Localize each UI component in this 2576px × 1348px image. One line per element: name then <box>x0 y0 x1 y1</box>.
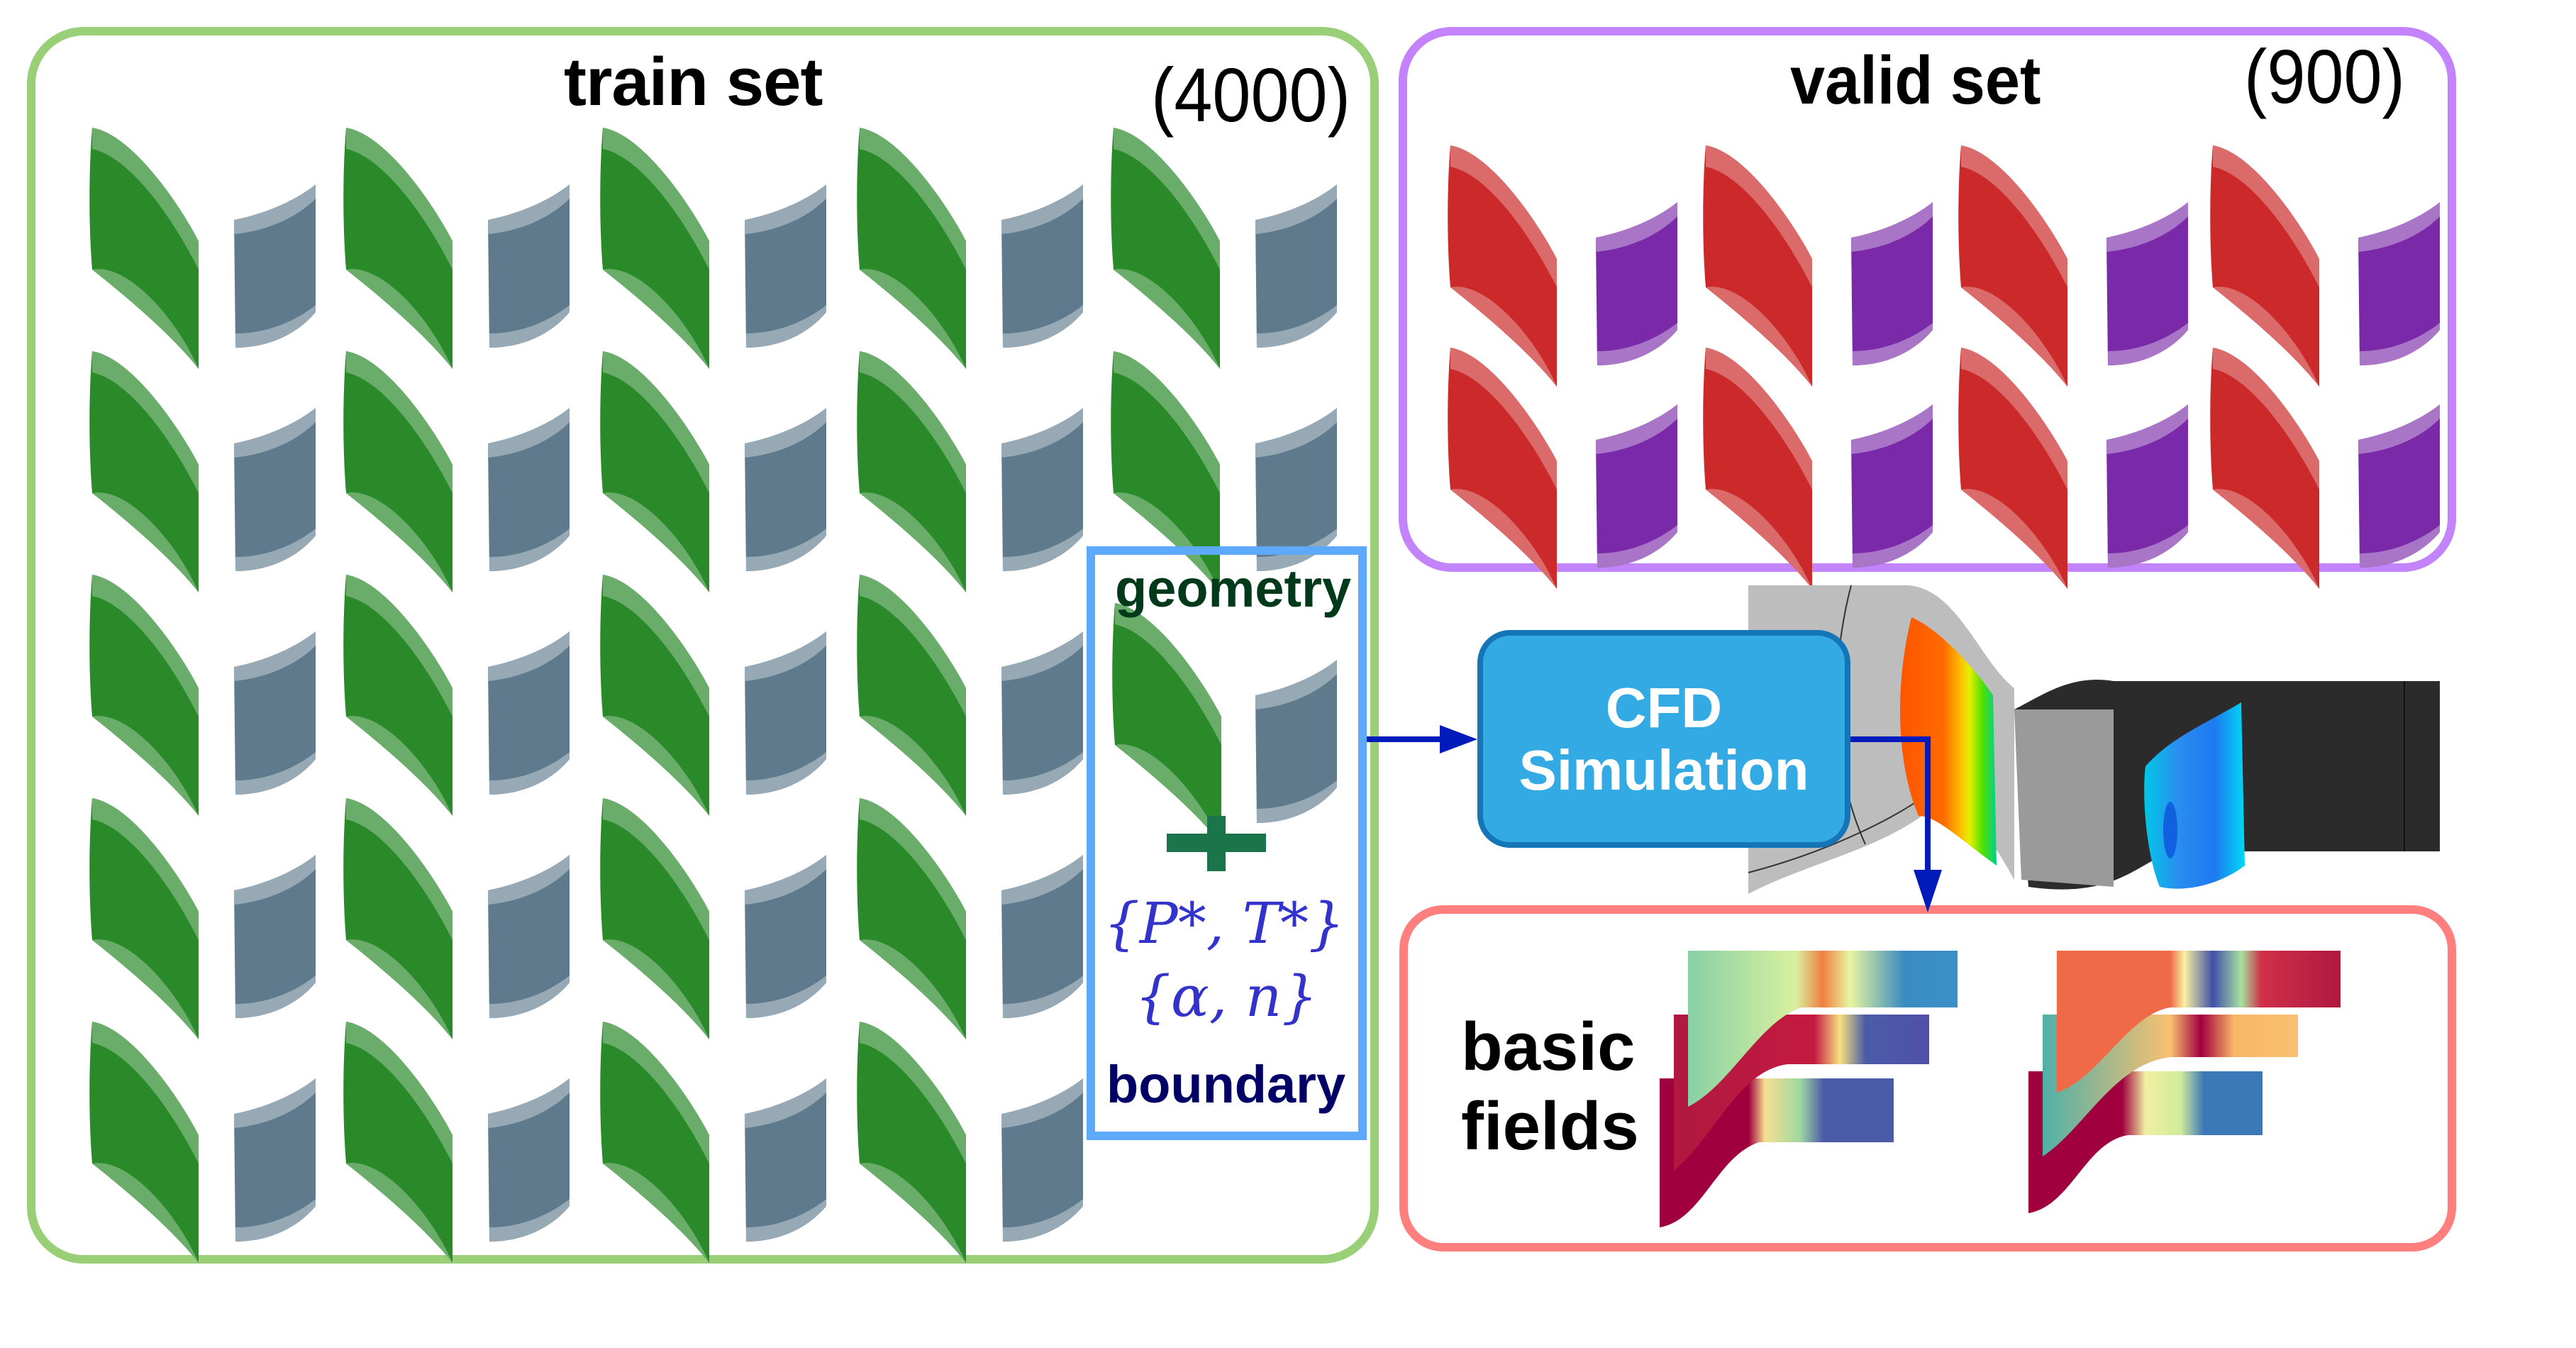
train-set-count: (4000) <box>1151 52 1350 138</box>
arrow-inputs-to-simulation <box>1367 725 1477 753</box>
basic-fields-label: basic fields <box>1461 1007 1639 1167</box>
train-set-title: train set <box>564 44 823 120</box>
basic-fields-images <box>1660 951 2341 1227</box>
boundary-conditions-angle-speed: {α, n} <box>1135 963 1318 1029</box>
boundary-label: boundary <box>1106 1055 1346 1114</box>
valid-set-count: (900) <box>2244 33 2405 119</box>
geometry-label: geometry <box>1115 559 1352 618</box>
cfd-label-line1: CFD <box>1605 675 1723 739</box>
valid-set-title: valid set <box>1790 43 2041 118</box>
basic-fields-label-line1: basic <box>1461 1009 1636 1085</box>
turbine-hub <box>1748 585 2440 894</box>
field-sample-1 <box>1660 951 1958 1227</box>
boundary-conditions-pressure-temperature: {P*, T*} <box>1104 890 1345 956</box>
cfd-simulation-box: CFD Simulation <box>1477 630 1850 848</box>
input-box <box>1087 546 1367 1140</box>
cfd-label-line2: Simulation <box>1519 738 1809 802</box>
turbine-cfd-render <box>1748 585 2440 894</box>
basic-fields-label-line2: fields <box>1461 1088 1639 1165</box>
field-sample-2 <box>2028 951 2341 1213</box>
rotor-blade-contour <box>2144 702 2245 889</box>
plus-icon <box>1167 816 1266 871</box>
